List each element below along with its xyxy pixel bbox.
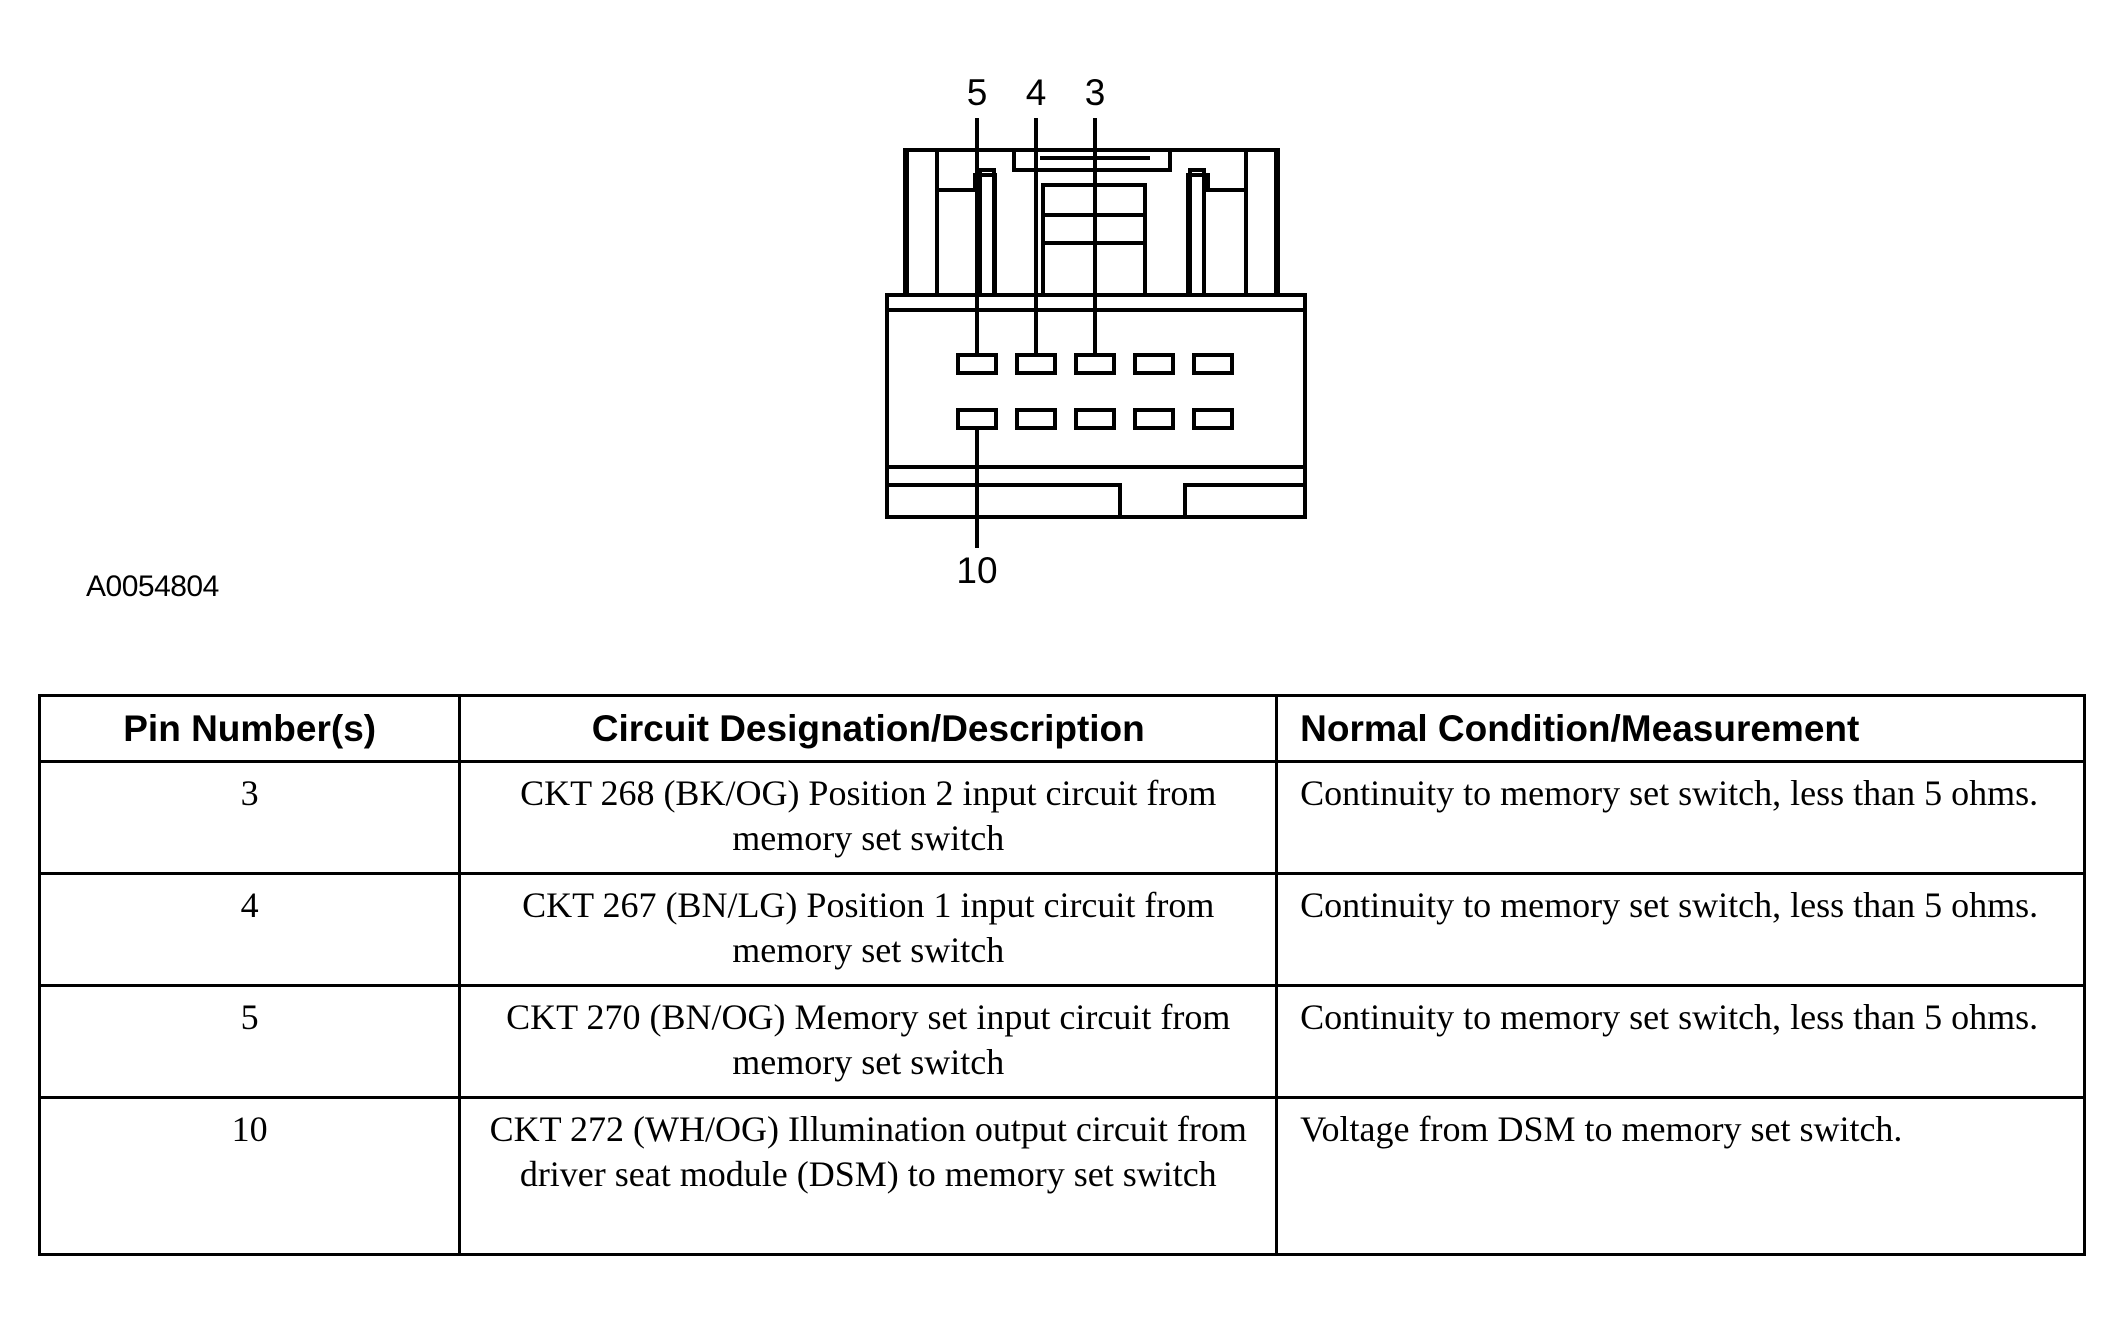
table-row: 10 CKT 272 (WH/OG) Illumination output c… [37,1096,2086,1256]
circuit-cell: CKT 270 (BN/OG) Memory set input circuit… [458,984,1279,1099]
circuit-cell: CKT 268 (BK/OG) Position 2 input circuit… [458,760,1279,875]
pin-cavities [956,353,1234,430]
right-inner-latch [1186,173,1248,295]
pin-3-callout: 3 [1085,72,1106,113]
cavity-pin-10 [956,408,998,430]
table-row: 5 CKT 270 (BN/OG) Memory set input circu… [37,984,2086,1099]
condition-cell: Continuity to memory set switch, less th… [1275,760,2086,875]
pin-table: Pin Number(s) Circuit Designation/Descri… [37,694,2086,1256]
cavity-pin-1 [1192,353,1234,375]
cavity-pin-7 [1133,408,1175,430]
condition-cell: Continuity to memory set switch, less th… [1275,872,2086,987]
table-row: 3 CKT 268 (BK/OG) Position 2 input circu… [37,760,2086,875]
left-inner-latch [935,173,997,295]
left-lock-slot [978,168,996,297]
header-pin-number: Pin Number(s) [37,694,462,763]
pin-cell: 3 [37,760,462,875]
header-circuit: Circuit Designation/Description [458,694,1279,763]
pin-5-callout: 5 [967,72,988,113]
cavity-pin-5 [956,353,998,375]
figure-id: A0054804 [86,570,219,603]
cavity-pin-2 [1133,353,1175,375]
circuit-cell: CKT 267 (BN/LG) Position 1 input circuit… [458,872,1279,987]
cavity-pin-9 [1015,408,1057,430]
table-row: 4 CKT 267 (BN/LG) Position 1 input circu… [37,872,2086,987]
condition-cell: Continuity to memory set switch, less th… [1275,984,2086,1099]
left-outer-latch [905,148,939,297]
connector-main-body [885,293,1307,519]
circuit-cell: CKT 272 (WH/OG) Illumination output circ… [458,1096,1279,1256]
connector-diagram: 5 4 3 10 [885,72,1307,591]
pin-cell: 4 [37,872,462,987]
cavity-pin-8 [1074,408,1116,430]
leader-lines [975,118,1097,548]
right-outer-latch [1244,148,1278,297]
cavity-pin-4 [1015,353,1057,375]
header-condition: Normal Condition/Measurement [1275,694,2086,763]
pin-4-callout: 4 [1026,72,1047,113]
condition-cell: Voltage from DSM to memory set switch. [1275,1096,2086,1256]
pin-cell: 5 [37,984,462,1099]
table-header-row: Pin Number(s) Circuit Designation/Descri… [37,694,2086,763]
pin-cell: 10 [37,1096,462,1256]
cavity-pin-3 [1074,353,1116,375]
cavity-pin-6 [1192,408,1234,430]
pin-10-callout: 10 [956,550,997,591]
right-lock-slot [1188,168,1206,297]
top-rail [1012,150,1172,172]
